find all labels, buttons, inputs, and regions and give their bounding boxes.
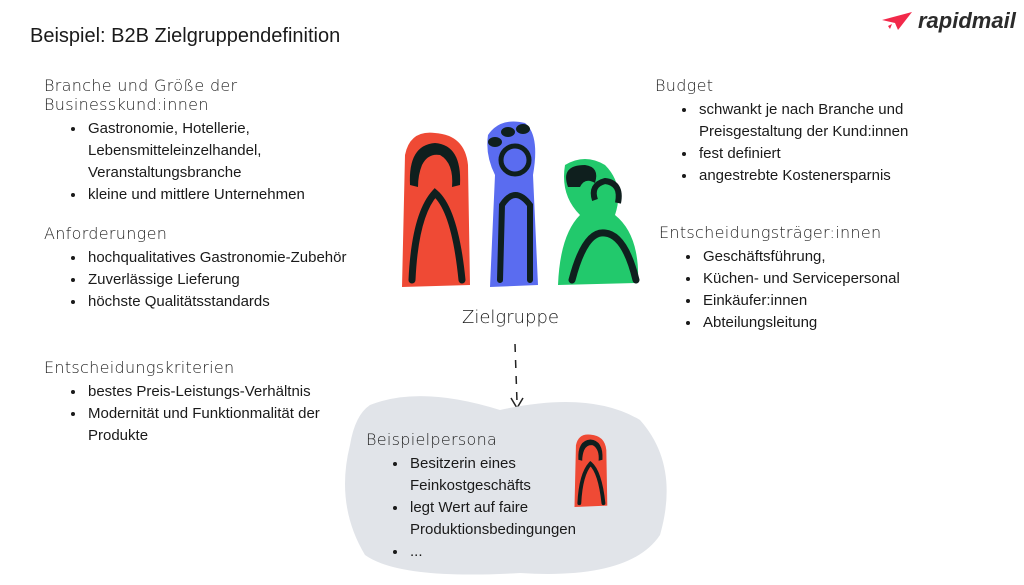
logo-text: rapidmail (918, 8, 1016, 33)
list-item: angestrebte Kostenersparnis (697, 165, 927, 187)
list-item: Geschäftsführung, (701, 246, 979, 268)
section-anforderungen: Anforderungen hochqualitatives Gastronom… (44, 224, 384, 313)
people-illustration (402, 121, 640, 287)
list-item: bestes Preis-Leistungs-Verhältnis (86, 381, 356, 403)
list-item: ... (408, 541, 588, 563)
section-heading: Budget (655, 76, 714, 95)
persona-section: Beispielpersona Besitzerin eines Feinkos… (366, 430, 626, 563)
list-item: kleine und mittlere Unternehmen (86, 184, 388, 206)
page-title: Beispiel: B2B Zielgruppendefinition (30, 25, 341, 47)
green-person-icon (558, 159, 640, 285)
section-heading: Entscheidungskriterien (44, 358, 235, 377)
section-heading: Branche und Größe der Businesskund:innen (44, 76, 238, 114)
rapidmail-logo: rapidmail (880, 8, 1016, 34)
section-heading: Anforderungen (44, 224, 168, 243)
list-item: Modernität und Funktionmalität der Produ… (86, 403, 356, 447)
persona-figure-icon (574, 434, 608, 508)
list-item: fest definiert (697, 143, 927, 165)
list-item: Abteilungsleitung (701, 312, 979, 334)
list-item: legt Wert auf faire Produktionsbedingung… (408, 497, 588, 541)
red-person-icon (402, 132, 470, 287)
section-entscheidungstraeger: Entscheidungsträger:innen Geschäftsführu… (659, 223, 979, 334)
list-item: Küchen- und Servicepersonal (701, 268, 979, 290)
section-branche: Branche und Größe der Businesskund:innen… (44, 76, 384, 206)
section-heading: Beispielpersona (366, 430, 498, 449)
section-heading: Entscheidungsträger:innen (659, 223, 882, 242)
center-label: Zielgruppe (462, 307, 559, 328)
list-item: Einkäufer:innen (701, 290, 979, 312)
section-kriterien: Entscheidungskriterien bestes Preis-Leis… (44, 358, 374, 447)
paper-plane-icon (882, 12, 912, 30)
list-item: Besitzerin eines Feinkostgeschäfts (408, 453, 588, 497)
list-item: hochqualitatives Gastronomie-Zubehör (86, 247, 384, 269)
blue-person-icon (487, 121, 538, 287)
list-item: Gastronomie, Hotellerie, Lebensmittelein… (86, 118, 306, 184)
list-item: Zuverlässige Lieferung (86, 269, 384, 291)
section-budget: Budget schwankt je nach Branche und Prei… (655, 76, 975, 187)
list-item: höchste Qualitätsstandards (86, 291, 384, 313)
list-item: schwankt je nach Branche und Preisgestal… (697, 99, 927, 143)
